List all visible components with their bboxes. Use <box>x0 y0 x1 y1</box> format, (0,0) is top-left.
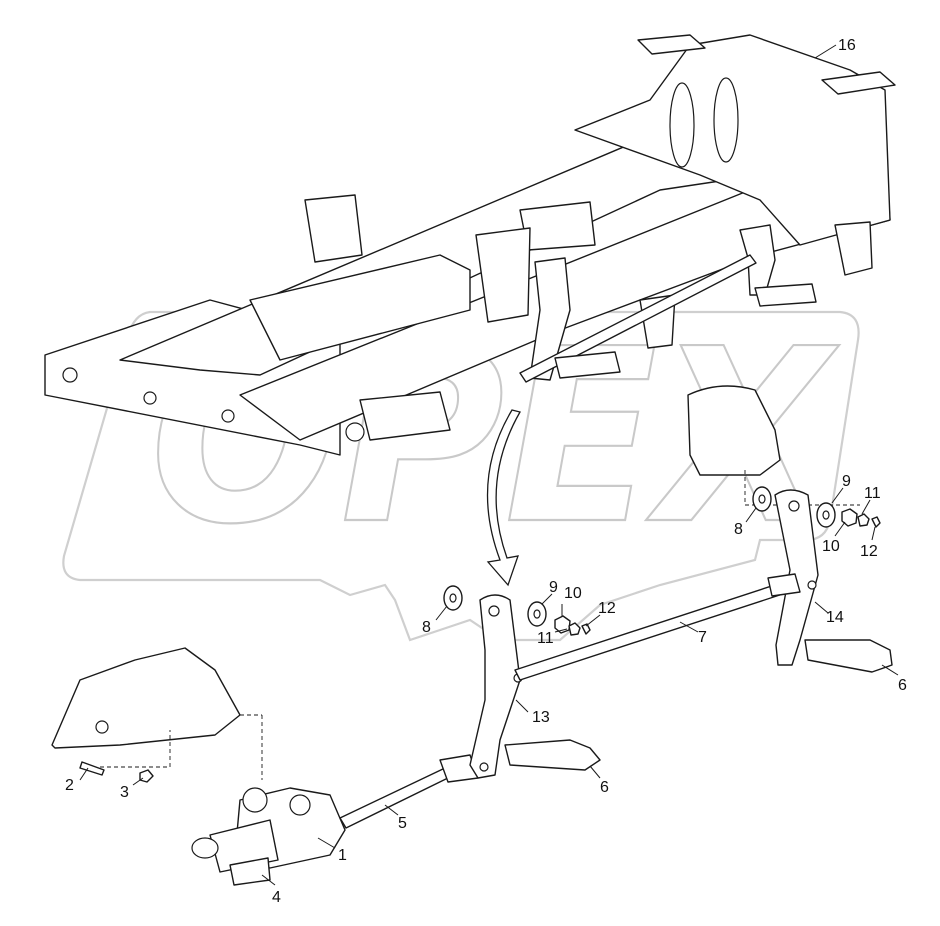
leader-11b <box>861 499 871 515</box>
frame-bracket <box>304 194 363 263</box>
rear-plate-slot <box>669 82 695 168</box>
gear-port <box>289 794 311 816</box>
chassis-gear-port <box>345 422 365 442</box>
nut-11-front <box>568 622 581 636</box>
callout-6a: 6 <box>600 779 609 796</box>
callout-11a: 11 <box>537 630 554 647</box>
chassis-steering-arm-front <box>529 257 571 381</box>
callout-4: 4 <box>272 889 281 906</box>
chassis-steering-gear <box>359 391 451 441</box>
crossmember-hole <box>143 391 157 405</box>
steering-gear-lower-body <box>229 857 271 886</box>
leader-lines <box>79 44 899 886</box>
leader-7 <box>679 621 699 633</box>
washer-hole <box>533 609 541 619</box>
callout-10b: 10 <box>822 538 840 555</box>
leader-10b <box>834 521 846 537</box>
callout-9a: 9 <box>549 579 558 596</box>
callout-7: 7 <box>698 629 707 646</box>
leader-12a <box>585 614 601 627</box>
rear-mount-bracket <box>687 385 781 476</box>
chassis-frame <box>44 34 896 456</box>
top-mount-pad <box>637 34 706 55</box>
leader-14 <box>814 601 829 614</box>
bracket-hole <box>95 720 109 734</box>
gear-input-fitting <box>191 837 219 859</box>
frame-bracket <box>519 201 596 251</box>
callout-8a: 8 <box>422 619 431 636</box>
arm-link-hole <box>479 762 489 772</box>
steering-arm-front <box>469 594 521 779</box>
steering-gear-assembly <box>191 787 346 886</box>
arm-pivot-hole <box>788 500 800 512</box>
steering-gear-bracket <box>51 647 241 749</box>
callout-6b: 6 <box>898 677 907 694</box>
mid-crossmember <box>249 254 471 361</box>
leader-12b <box>871 526 876 541</box>
callout-10a: 10 <box>564 585 582 602</box>
top-mount-pad <box>821 71 896 95</box>
tie-rod-end-front <box>504 739 601 771</box>
callout-12b: 12 <box>860 543 878 560</box>
frame-bracket <box>475 227 531 323</box>
callout-16: 16 <box>838 37 856 54</box>
callout-labels: 1 2 3 4 5 6 6 7 8 8 9 9 10 10 11 11 12 1… <box>65 37 907 906</box>
centre-link-end <box>767 573 801 597</box>
frame-bracket <box>834 221 873 276</box>
leader-11a <box>554 628 568 633</box>
steering-gear-bracket-detail <box>51 647 263 780</box>
nut <box>139 769 154 783</box>
leader-8a <box>435 605 448 621</box>
bolt <box>79 761 105 776</box>
chassis-drag-link <box>519 254 757 383</box>
crossmember-hole <box>62 367 78 383</box>
cotter-pin-12-front <box>581 623 591 635</box>
callout-12a: 12 <box>598 600 616 617</box>
leader-1 <box>317 837 336 849</box>
leader-3 <box>132 777 144 786</box>
rear-mount-bracket-detail <box>687 385 860 506</box>
gear-port <box>242 787 268 813</box>
leader-9b <box>831 487 844 504</box>
callout-9b: 9 <box>842 473 851 490</box>
detail-arrow <box>486 409 521 587</box>
callout-1: 1 <box>338 847 347 864</box>
arm-link-hole <box>807 580 817 590</box>
leader-4 <box>261 874 276 886</box>
leader-13 <box>515 699 529 713</box>
callout-11b: 11 <box>864 485 881 502</box>
leader-8b <box>745 507 757 523</box>
nut-11-rear <box>857 513 870 527</box>
leader-6a <box>589 765 601 779</box>
leader-2 <box>79 767 89 781</box>
callout-13: 13 <box>532 709 550 726</box>
tie-rod-end-rear <box>804 639 893 673</box>
callout-5: 5 <box>398 815 407 832</box>
drag-link <box>339 767 453 829</box>
arm-pivot-hole <box>488 605 500 617</box>
leader-9a <box>541 593 553 605</box>
leader-5 <box>384 804 399 816</box>
crossmember-hole <box>221 409 235 423</box>
callout-3: 3 <box>120 784 129 801</box>
callout-8b: 8 <box>734 521 743 538</box>
chassis-tie-rod-end-front <box>554 351 621 379</box>
washer-hole <box>449 593 457 603</box>
cotter-pin-12-rear <box>871 516 881 528</box>
callout-14: 14 <box>826 609 844 626</box>
leader-6b <box>881 664 899 676</box>
callout-2: 2 <box>65 777 74 794</box>
leader-16 <box>814 44 837 59</box>
washer-hole <box>758 494 766 504</box>
nut-10-rear <box>841 508 858 527</box>
chassis-tie-rod-end-rear <box>754 283 817 307</box>
washer-hole <box>822 510 830 520</box>
rear-plate-slot <box>713 77 739 163</box>
